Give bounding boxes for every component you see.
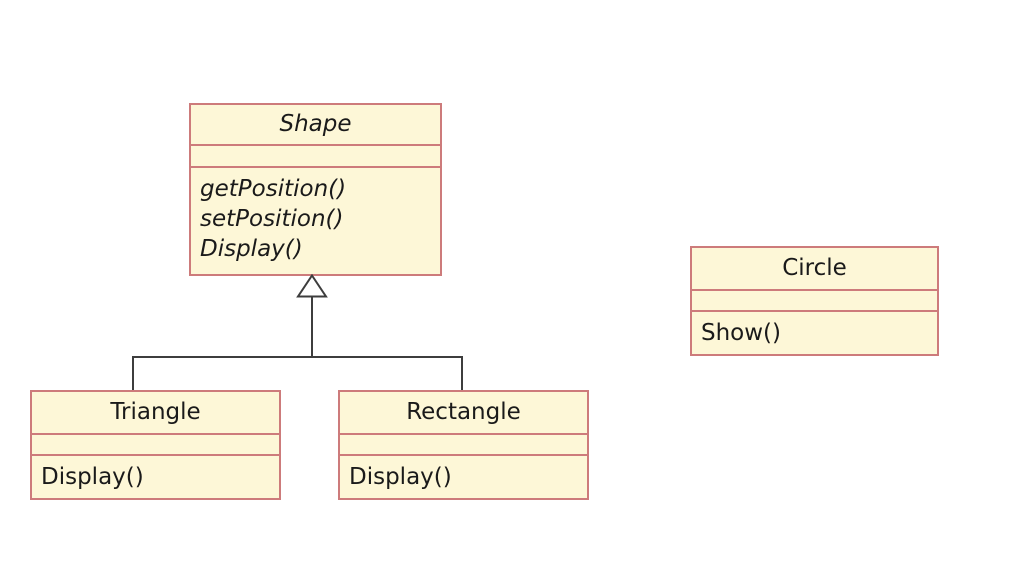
class-box-shape[interactable]: Shape getPosition() setPosition() Displa…	[189, 103, 442, 276]
class-operations-shape: getPosition() setPosition() Display()	[191, 168, 440, 273]
generalization-branch-triangle	[132, 356, 134, 392]
class-name-circle: Circle	[692, 248, 937, 291]
operation-item: Display()	[41, 464, 144, 490]
class-attributes-triangle	[32, 435, 279, 456]
generalization-arrowhead-icon	[296, 274, 328, 298]
class-operations-circle: Show()	[692, 312, 937, 357]
class-operations-triangle: Display()	[32, 456, 279, 501]
class-operations-rectangle: Display()	[340, 456, 587, 501]
generalization-stem	[311, 296, 313, 358]
class-name-shape: Shape	[191, 105, 440, 146]
operation-item: Show()	[701, 320, 782, 346]
operation-item: Display()	[200, 235, 303, 262]
class-attributes-rectangle	[340, 435, 587, 456]
class-box-triangle[interactable]: Triangle Display()	[30, 390, 281, 500]
operation-item: setPosition()	[200, 205, 344, 232]
operation-item: getPosition()	[200, 176, 347, 202]
generalization-junction-bar	[132, 356, 463, 358]
class-box-circle[interactable]: Circle Show()	[690, 246, 939, 356]
operation-item: Display()	[349, 464, 452, 490]
generalization-branch-rectangle	[461, 356, 463, 392]
class-name-rectangle: Rectangle	[340, 392, 587, 435]
class-attributes-circle	[692, 291, 937, 312]
class-attributes-shape	[191, 146, 440, 168]
class-box-rectangle[interactable]: Rectangle Display()	[338, 390, 589, 500]
class-name-triangle: Triangle	[32, 392, 279, 435]
